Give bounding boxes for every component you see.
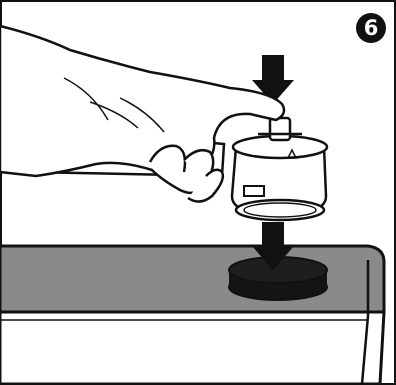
counter-front [0,312,384,384]
step-number-badge: 6 [356,13,386,43]
